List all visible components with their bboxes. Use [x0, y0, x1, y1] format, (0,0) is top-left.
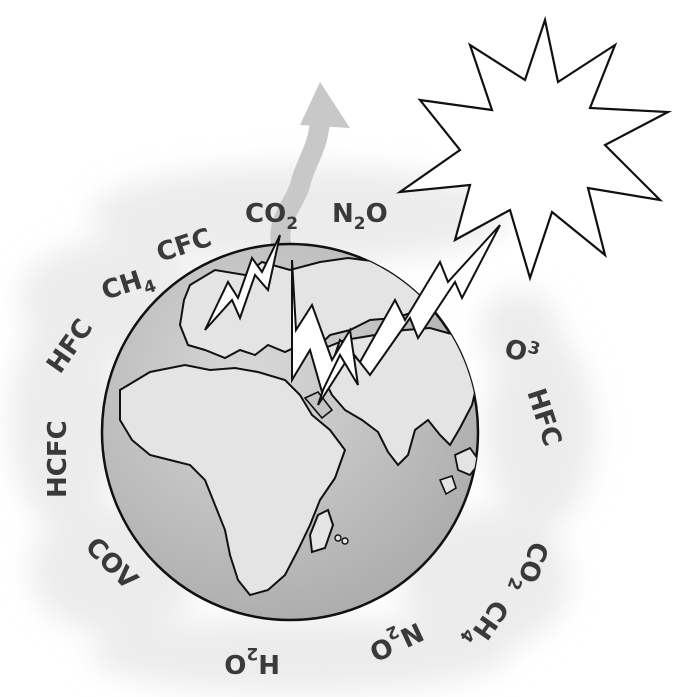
gas-label-hcfc: HCFC [43, 420, 73, 498]
